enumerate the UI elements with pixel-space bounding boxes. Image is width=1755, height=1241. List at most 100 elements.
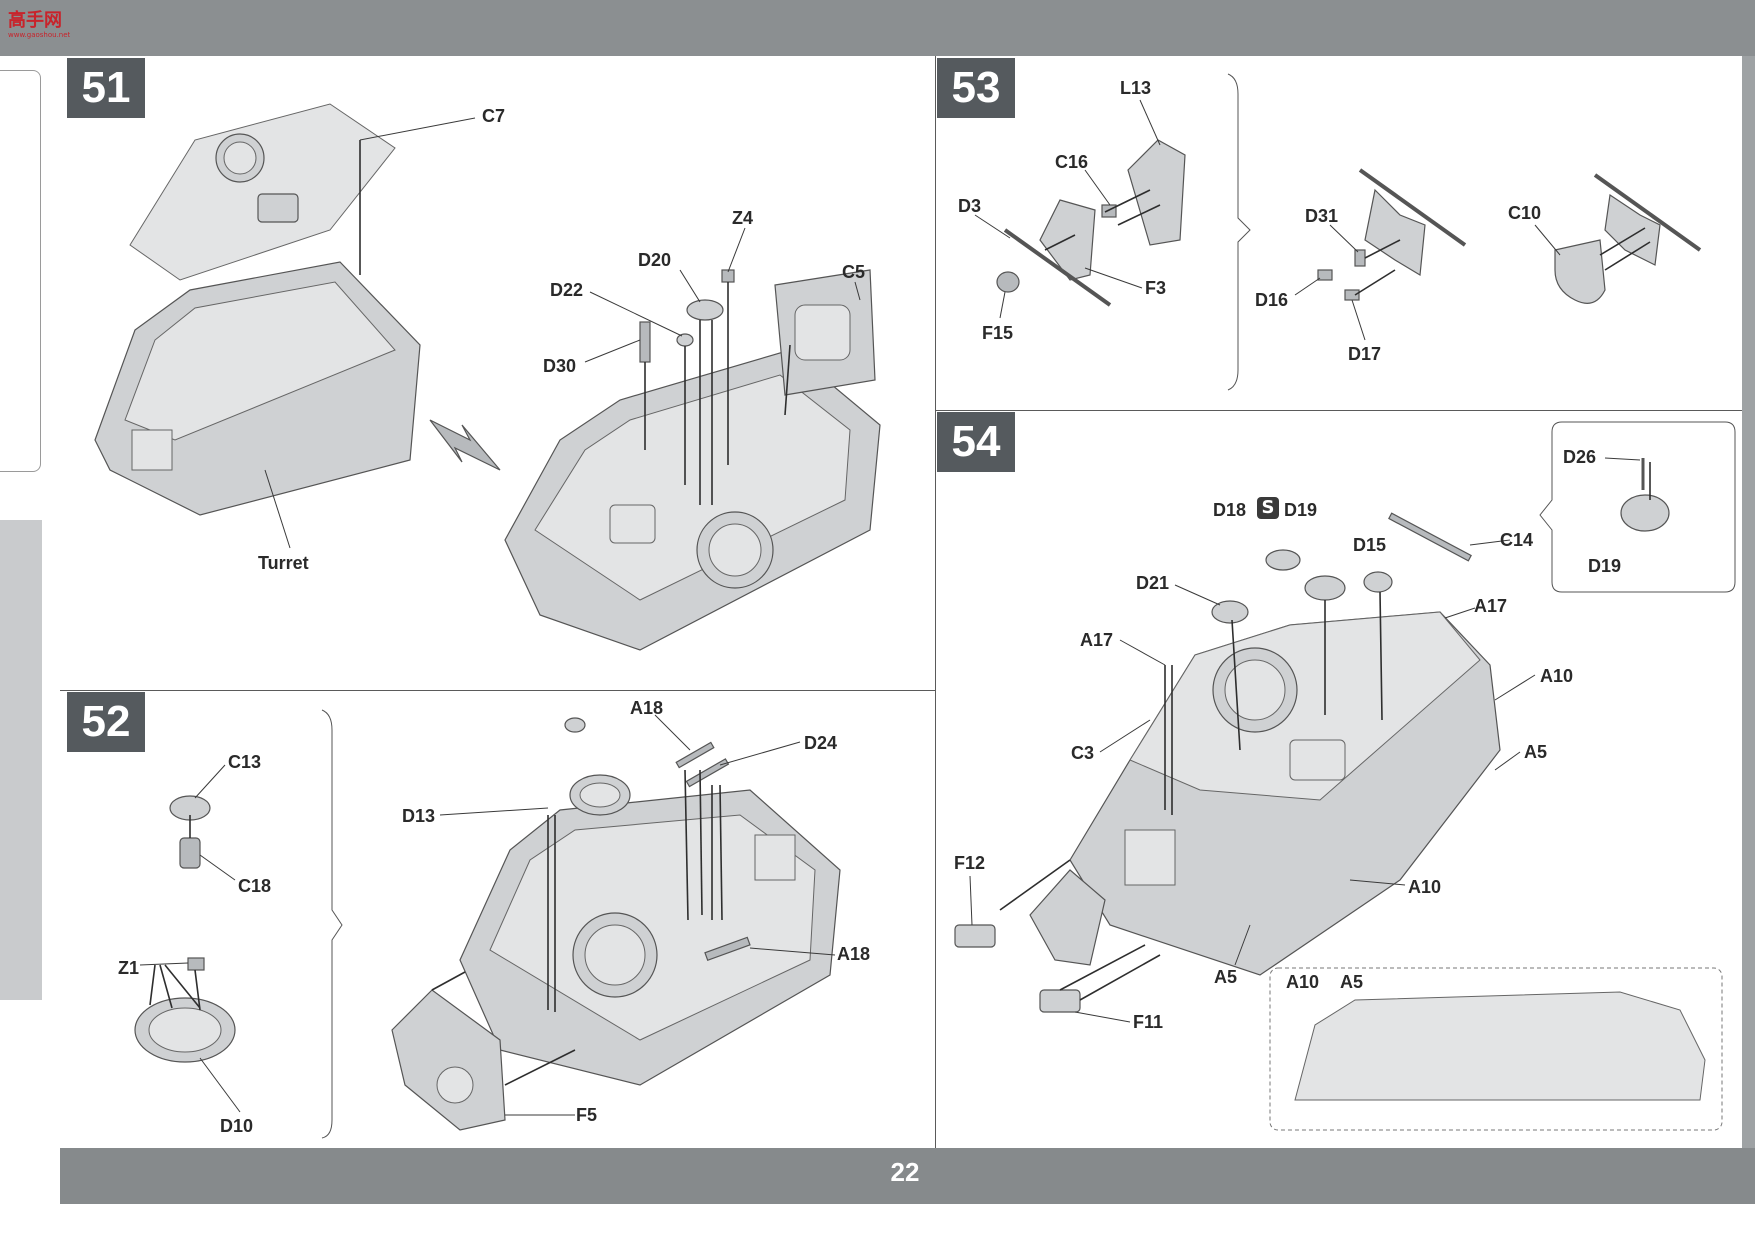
turret-52-window (754, 834, 796, 881)
label-turret: Turret (258, 553, 309, 573)
part-d20 (686, 299, 724, 321)
leader-c5 (854, 281, 861, 301)
label-a18-top: A18 (630, 698, 664, 718)
scan-top-band (0, 0, 1755, 56)
leader-c18 (199, 854, 236, 881)
part-d19 (1304, 575, 1346, 601)
label-a10-low: A10 (1408, 877, 1442, 897)
label-d21: D21 (1136, 573, 1170, 593)
label-a5-low: A5 (1214, 967, 1238, 987)
leader-f11 (1074, 1011, 1131, 1023)
label-z4: Z4 (732, 208, 754, 228)
part-f5-hole (436, 1066, 474, 1104)
label-a10-top: A10 (1540, 666, 1574, 686)
roof-opening (257, 193, 299, 223)
label-d16: D16 (1255, 290, 1289, 310)
turret-assembled-floor (534, 374, 851, 601)
label-d17: D17 (1348, 344, 1382, 364)
arrow-f3 (1044, 234, 1076, 251)
leader-d21 (1174, 584, 1221, 606)
arrow-c5 (784, 344, 791, 416)
part-d19-inset (1620, 494, 1670, 532)
small-cap-52 (564, 717, 586, 733)
part-a18-lower (704, 936, 751, 962)
turret-side-window (131, 429, 173, 471)
leader-d20 (679, 269, 701, 303)
step-52-drawing (134, 709, 841, 1139)
part-d10-top-hole (579, 782, 621, 808)
arrow-c10a (1599, 227, 1646, 256)
leader-d10 (199, 1057, 241, 1113)
label-c3: C3 (1071, 743, 1095, 763)
part-l13 (1127, 139, 1186, 246)
logo-text: 高手网 (8, 9, 62, 31)
label-f3: F3 (1145, 278, 1167, 298)
part-d24-bars (685, 758, 730, 788)
arrow-z1a (149, 964, 156, 1006)
leader-a17-left (1119, 639, 1166, 666)
step-54-drawing (954, 421, 1736, 1131)
arrow-a18a (684, 769, 689, 921)
leader-turret (264, 469, 291, 549)
step-53-drawing (974, 73, 1702, 391)
leader-d22 (589, 291, 683, 337)
previous-page-edge (0, 56, 62, 1204)
leader-d26 (1604, 457, 1641, 461)
label-z1: Z1 (118, 958, 140, 978)
leader-z4 (727, 227, 746, 273)
page-footer-band (60, 1148, 1755, 1204)
previous-page-frame (0, 70, 41, 472)
page-number: 22 (890, 1157, 920, 1187)
logo-url: www.gaoshou.net (8, 31, 70, 39)
leader-c3 (1099, 719, 1151, 753)
step-51-direction-arrow (429, 419, 501, 471)
step-54-badge: 54 (937, 412, 1015, 472)
previous-page-drawing (0, 520, 42, 1000)
mid-rod (1358, 168, 1467, 247)
part-z1 (187, 957, 205, 971)
label-a17-left: A17 (1080, 630, 1114, 650)
label-inset-a5: A5 (1340, 972, 1364, 992)
part-d18 (1265, 549, 1301, 571)
leader-f15 (999, 291, 1006, 319)
label-f11: F11 (1133, 1012, 1164, 1032)
part-f3-plate (1039, 199, 1096, 281)
leader-a10-low (1349, 879, 1406, 886)
label-a17-right: A17 (1474, 596, 1508, 616)
step-53-badge: 53 (937, 58, 1015, 118)
inset-hull-side (1294, 991, 1706, 1101)
arrow-z1b (159, 964, 173, 1009)
hull-54-side-window (1124, 829, 1176, 886)
divider-53-54 (935, 410, 1742, 411)
leader-f12 (969, 875, 973, 926)
label-d20: D20 (638, 250, 672, 270)
hull-54-roof-opening (1289, 739, 1346, 781)
step-51-badge: 51 (67, 58, 145, 118)
label-a18-low: A18 (837, 944, 871, 964)
leader-d31 (1329, 224, 1359, 253)
label-c16: C16 (1055, 152, 1089, 172)
vertical-divider (935, 56, 936, 1148)
step-53-bracket (1227, 73, 1251, 391)
arrow-f11a (1059, 944, 1146, 991)
step-52-badge: 52 (67, 692, 145, 752)
arrow-c16a (1104, 189, 1151, 213)
leader-a10-top (1494, 674, 1536, 701)
label-f15: F15 (982, 323, 1014, 343)
label-a5-top: A5 (1524, 742, 1548, 762)
leader-c7 (359, 117, 476, 141)
leader-d17 (1351, 299, 1366, 341)
arrow-z1d (194, 969, 201, 1011)
leader-c10 (1534, 224, 1561, 256)
instruction-page (60, 56, 1755, 1148)
leader-c14 (1469, 539, 1511, 546)
label-d30: D30 (543, 356, 577, 376)
assembly-53-right (1604, 193, 1661, 266)
turret-roof-c7 (129, 103, 396, 281)
hull-54-hatch-hole (1224, 659, 1286, 721)
label-d3: D3 (958, 196, 982, 216)
hull-54-roof (1129, 611, 1481, 801)
part-c18 (179, 837, 201, 869)
step-52-bracket (321, 709, 343, 1139)
